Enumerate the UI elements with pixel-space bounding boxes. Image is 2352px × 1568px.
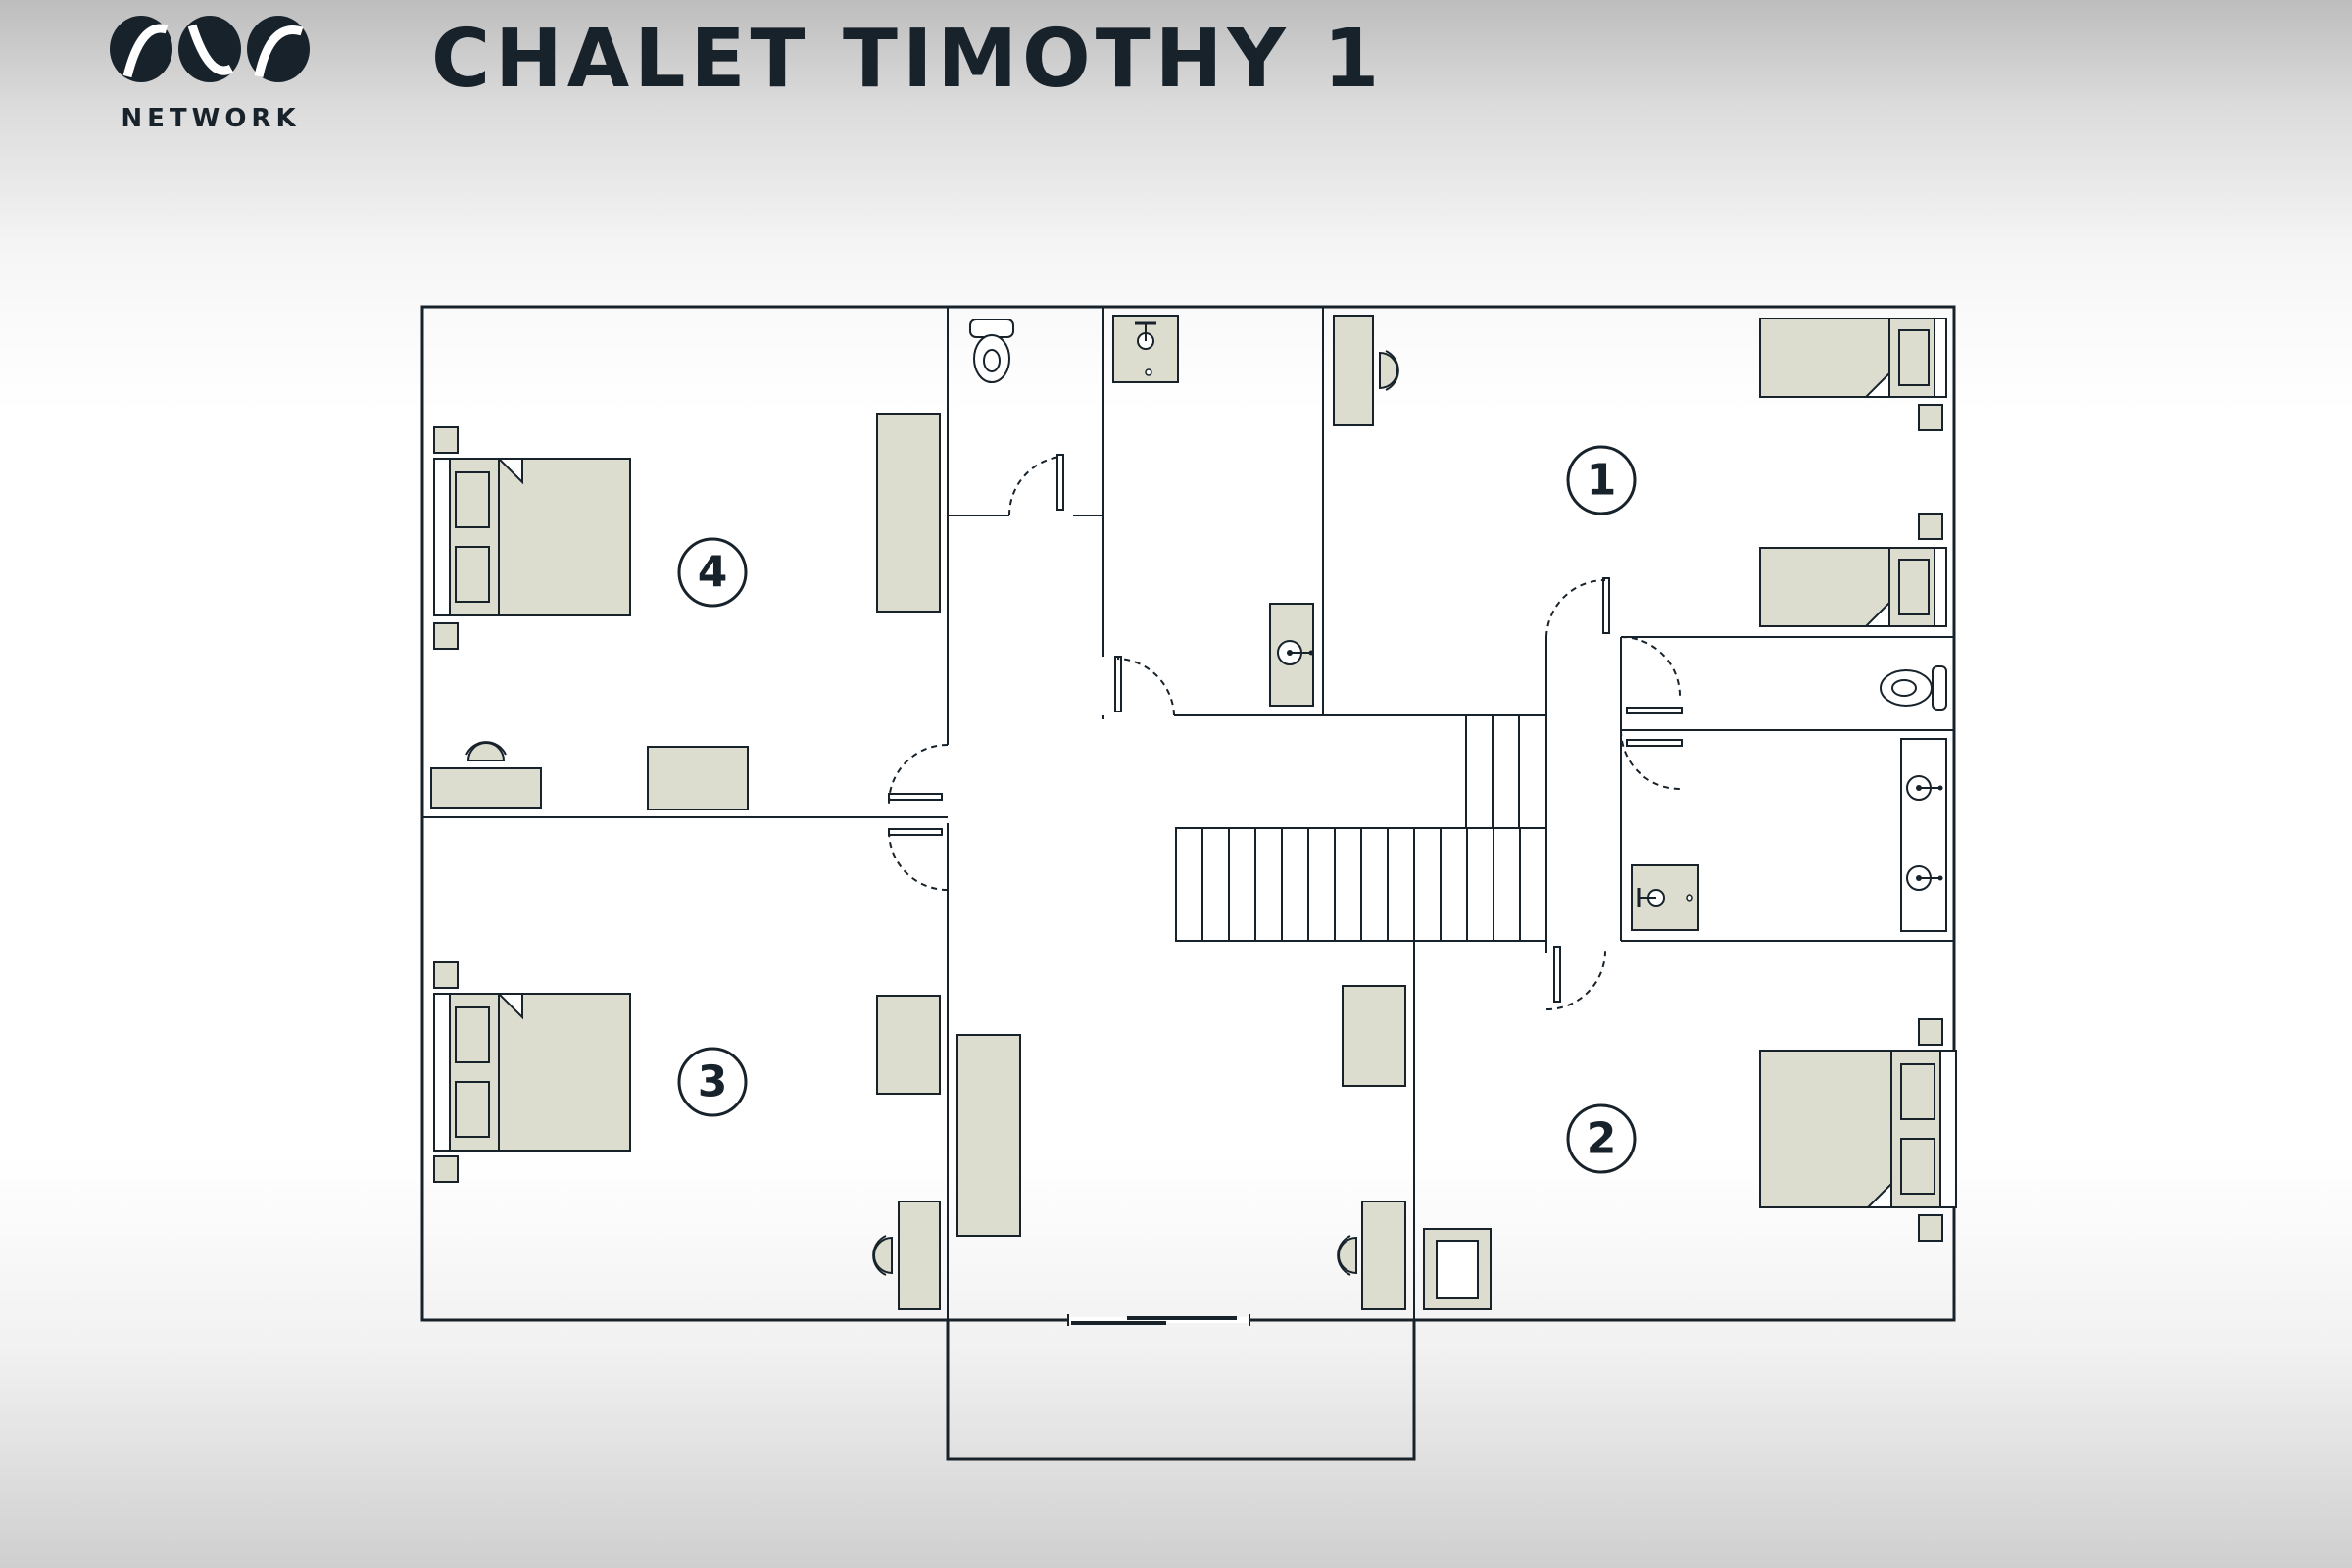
staircase [1175, 714, 1547, 942]
toilet-icon [1880, 665, 1947, 710]
sink-icon [1269, 603, 1315, 707]
room-label-4: 4 [677, 537, 748, 608]
shower-icon [1631, 864, 1699, 931]
svg-text:4: 4 [698, 548, 728, 598]
hallway-furniture [956, 985, 1406, 1310]
brand-logo: NETWORK [98, 12, 323, 133]
room-label-1: 1 [1566, 445, 1637, 515]
double-sink-icon [1900, 738, 1947, 932]
armchair-icon [1423, 1228, 1492, 1310]
bedroom-2-furniture [1423, 1018, 1957, 1310]
room-label-2: 2 [1566, 1103, 1637, 1174]
svg-text:2: 2 [1587, 1114, 1617, 1164]
toilet-icon [969, 318, 1014, 383]
bedroom-4-furniture [430, 413, 941, 810]
brand-name: NETWORK [121, 104, 301, 133]
bedroom-1-furniture [1333, 315, 1947, 627]
page-title: CHALET TIMOTHY 1 [431, 13, 1385, 106]
bathroom-fixtures [969, 315, 1315, 707]
room-label-3: 3 [677, 1047, 748, 1117]
ensuite-fixtures [1631, 665, 1947, 932]
shower-icon [1112, 315, 1179, 383]
svg-text:1: 1 [1587, 456, 1617, 506]
oxo-logo-icon [110, 16, 310, 82]
balcony [946, 1320, 1416, 1461]
outer-wall [420, 305, 1956, 1322]
doors [888, 454, 1683, 1010]
bedroom-3-furniture [433, 961, 941, 1310]
svg-text:3: 3 [698, 1057, 728, 1107]
